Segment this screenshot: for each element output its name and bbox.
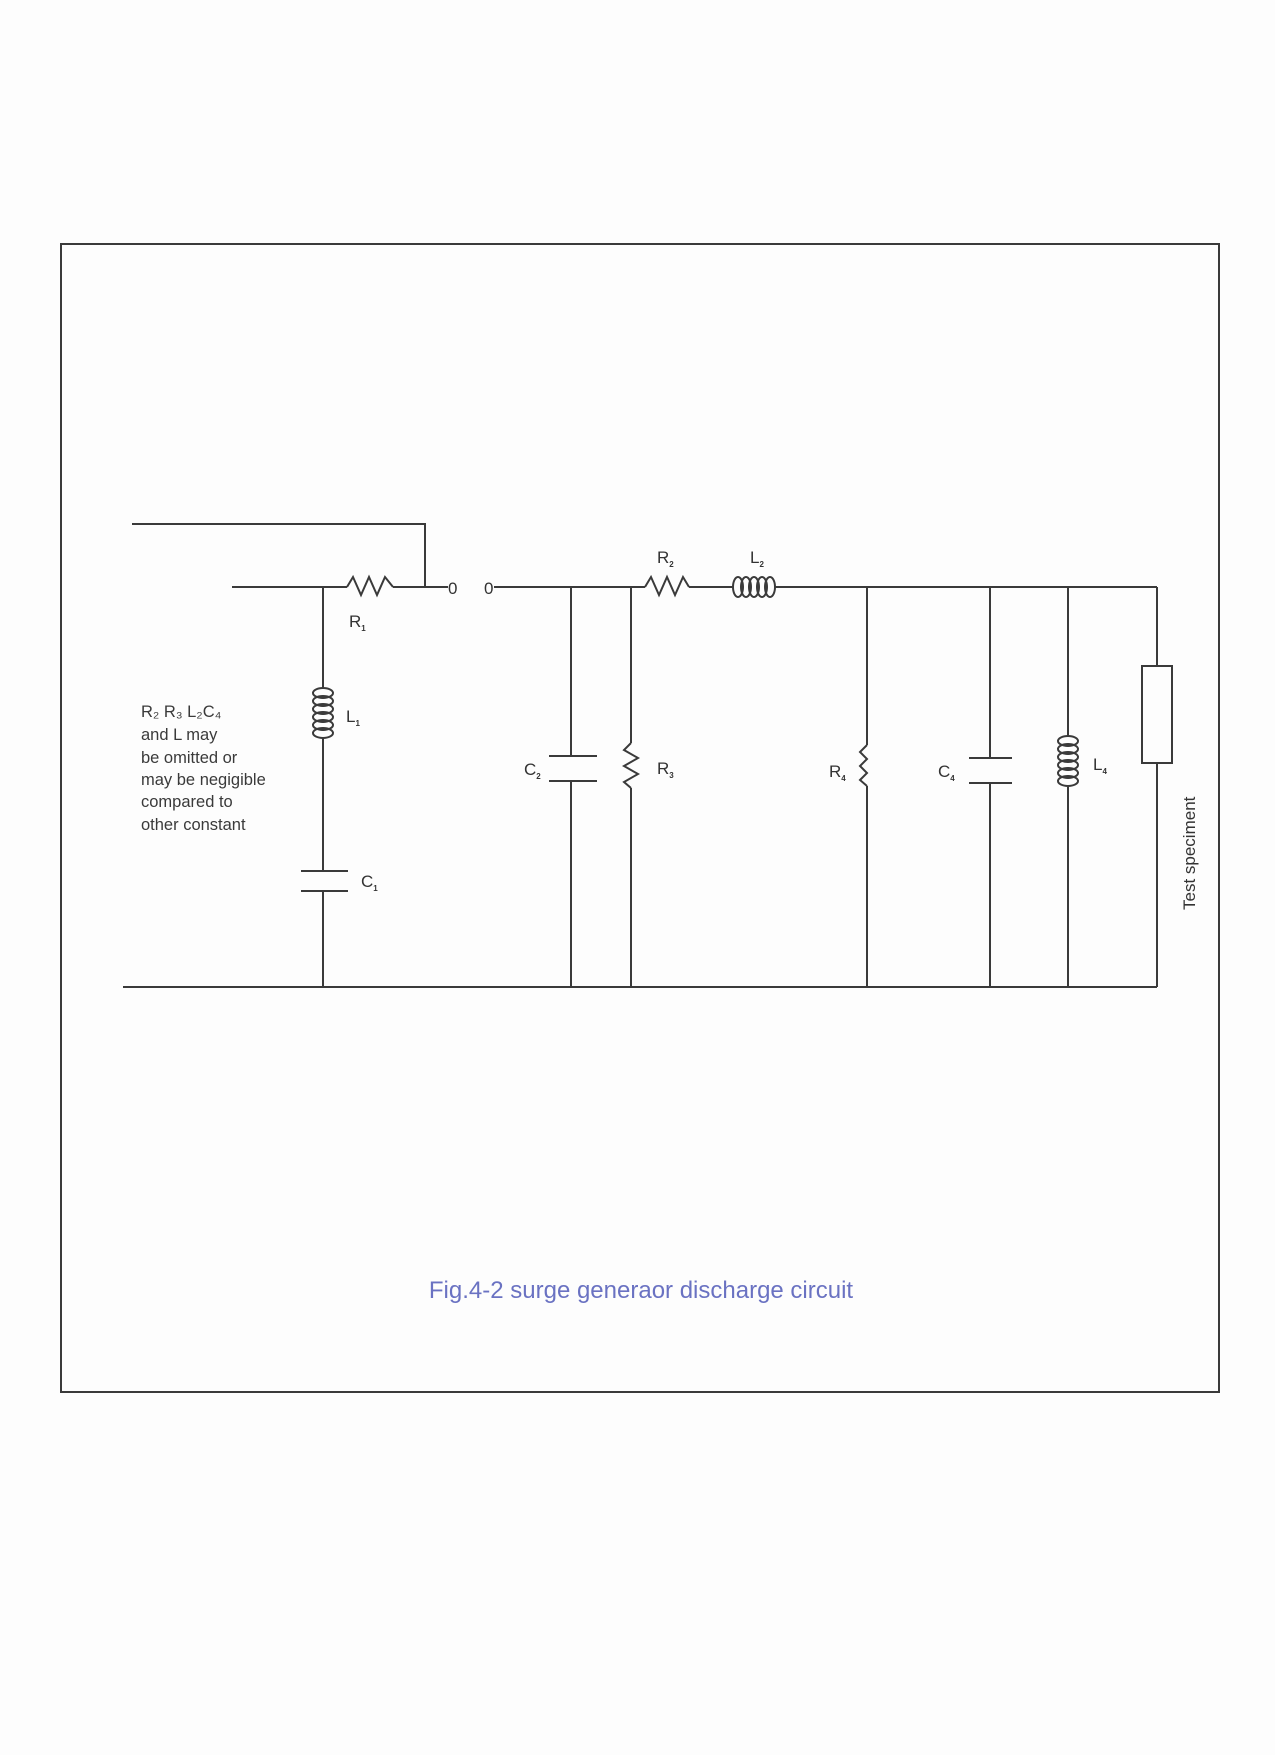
inductor-l4 [1057, 735, 1079, 787]
inductor-l1 [312, 687, 334, 739]
note-line: may be negigible [141, 771, 266, 789]
label-l4: L4 [1093, 755, 1107, 776]
inductor-l2 [732, 576, 776, 598]
resistor-r3 [621, 742, 641, 789]
label-r4: R4 [829, 762, 846, 783]
resistor-r2 [644, 574, 690, 598]
switch-terminal-left: 0 [448, 579, 457, 598]
label-l2: L2 [750, 548, 764, 569]
label-r2: R2 [657, 548, 674, 569]
note-text: R₂ R₃ L₂C₄ and L may be omitted or may b… [141, 703, 266, 834]
label-l1: L1 [346, 707, 360, 728]
label-r1: R1 [349, 612, 366, 633]
label-r3: R3 [657, 759, 674, 780]
resistor-r1 [346, 574, 394, 598]
note-line: compared to [141, 793, 233, 811]
note-line: and L may [141, 726, 218, 744]
test-specimen-label: Test speciment [1180, 796, 1199, 910]
note-line: R₂ R₃ L₂C₄ [141, 703, 222, 721]
wires [123, 523, 1173, 988]
resistor-r4 [858, 744, 869, 787]
label-c4: C4 [938, 762, 955, 783]
figure-caption: Fig.4-2 surge generaor discharge circuit [429, 1277, 854, 1304]
figure-frame [60, 243, 1220, 1393]
label-c1: C1 [361, 872, 378, 893]
test-specimen-box [1141, 665, 1173, 764]
label-c2: C2 [524, 760, 541, 781]
note-line: be omitted or [141, 749, 238, 767]
note-line: other constant [141, 816, 246, 834]
switch-terminal-right: 0 [484, 579, 493, 598]
